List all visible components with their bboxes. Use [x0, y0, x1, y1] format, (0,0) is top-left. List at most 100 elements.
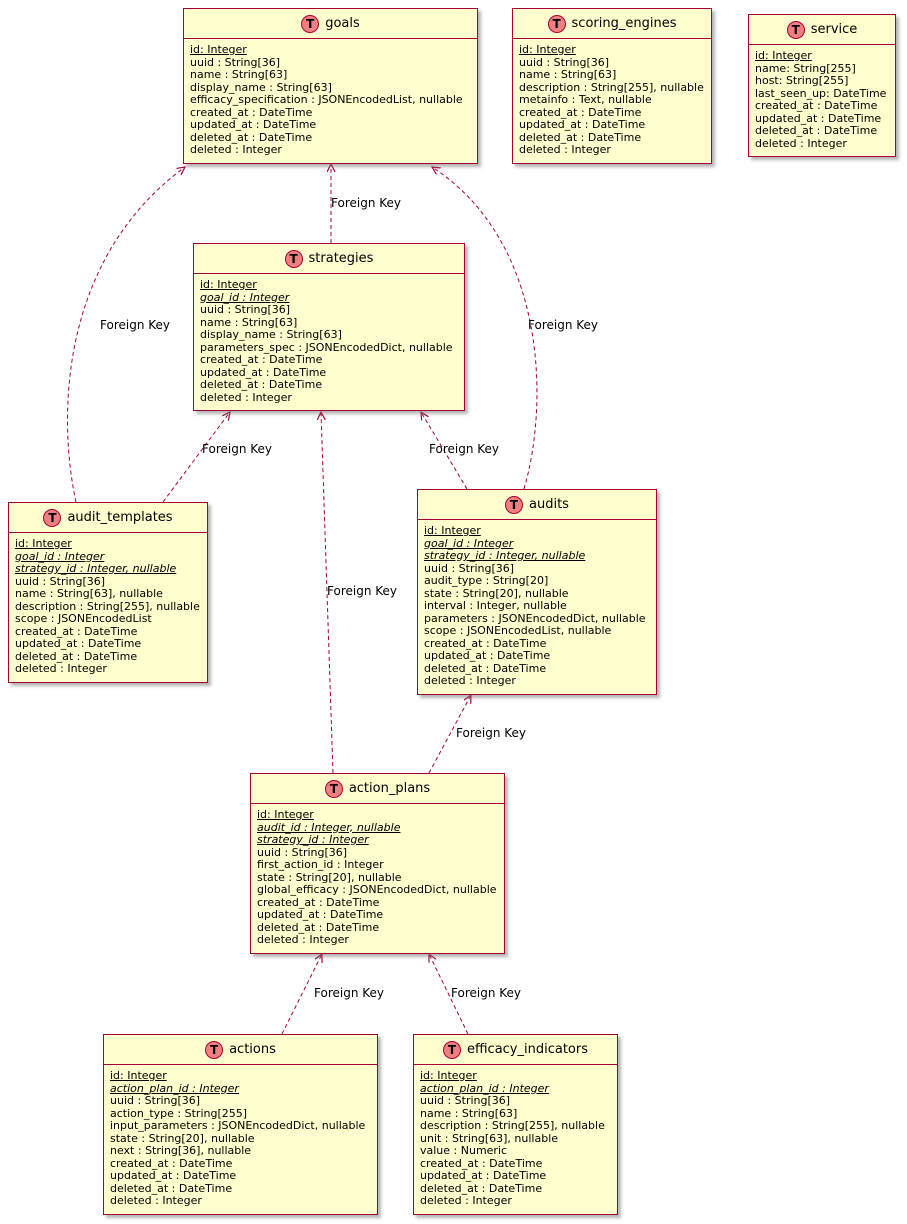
- foreign-key-label: Foreign Key: [327, 584, 397, 598]
- table-field: goal_id : Integer: [424, 536, 514, 550]
- foreign-key-label: Foreign Key: [314, 986, 384, 1000]
- table-field: uuid : String[36]: [519, 55, 610, 69]
- table-field: uuid : String[36]: [190, 55, 281, 69]
- table-field: deleted_at : DateTime: [755, 124, 878, 137]
- table-title: efficacy_indicators: [466, 1042, 589, 1057]
- table-field: created_at : DateTime: [424, 636, 547, 650]
- table-icon: T: [442, 1040, 461, 1059]
- foreign-key-label: Foreign Key: [331, 196, 401, 210]
- table-field: goal_id : Integer: [15, 549, 105, 563]
- table-field: state : String[20], nullable: [110, 1131, 255, 1145]
- fk-arrow-audit-templates-goals: [67, 167, 185, 503]
- foreign-key-label: Foreign Key: [429, 442, 499, 456]
- foreign-key-label: Foreign Key: [456, 726, 526, 740]
- table-field: unit : String[63], nullable: [420, 1131, 559, 1145]
- table-field: name : String[63], nullable: [15, 587, 163, 600]
- table-title: actions: [229, 1042, 276, 1057]
- table-field: created_at : DateTime: [110, 1156, 233, 1170]
- table-field: created_at : DateTime: [200, 353, 323, 366]
- table-field: id: Integer: [755, 49, 812, 62]
- table-field: input_parameters : JSONEncodedDict, null…: [110, 1119, 366, 1132]
- table-field: deleted_at : DateTime: [424, 661, 547, 675]
- table-field: display_name : String[63]: [200, 328, 342, 341]
- table-field: updated_at : DateTime: [257, 908, 384, 921]
- table-field: updated_at : DateTime: [190, 118, 317, 131]
- table-field: deleted : Integer: [755, 136, 847, 150]
- table-field: scope : JSONEncodedList, nullable: [424, 624, 612, 637]
- table-field: uuid : String[36]: [110, 1094, 201, 1107]
- table-field: id: Integer: [424, 524, 481, 537]
- table-header: T scoring_engines: [513, 9, 711, 39]
- table-field: updated_at : DateTime: [110, 1169, 237, 1182]
- table-field: action_type : String[255]: [110, 1106, 248, 1120]
- table-header: T strategies: [194, 244, 464, 274]
- table-field: state : String[20], nullable: [424, 586, 569, 600]
- foreign-key-label: Foreign Key: [528, 318, 598, 332]
- table-title: strategies: [308, 251, 374, 266]
- table-field: global_efficacy : JSONEncodedDict, nulla…: [257, 883, 497, 896]
- table-field: next : String[36], nullable: [110, 1144, 252, 1157]
- table-title: goals: [325, 16, 360, 31]
- table-field: action_plan_id : Integer: [110, 1081, 239, 1095]
- table-header: T service: [749, 15, 895, 45]
- table-icon: T: [284, 249, 303, 268]
- table-field: strategy_id : Integer: [257, 833, 369, 846]
- table-field: uuid : String[36]: [420, 1094, 511, 1107]
- table-field: name : String[63]: [420, 1106, 518, 1120]
- table-field: id: Integer: [110, 1069, 167, 1082]
- table-field: description : String[255], nullable: [420, 1119, 605, 1132]
- table-field: created_at : DateTime: [257, 895, 380, 909]
- table-field: metainfo : Text, nullable: [519, 93, 652, 106]
- table-icon: T: [786, 20, 805, 39]
- table-field: deleted : Integer: [519, 143, 611, 156]
- table-field: last_seen_up: DateTime: [755, 86, 887, 100]
- table-field: created_at : DateTime: [420, 1156, 543, 1170]
- table-field: deleted : Integer: [257, 933, 349, 946]
- table-field: interval : Integer, nullable: [424, 599, 567, 612]
- table-title: audits: [529, 497, 569, 512]
- table-field: efficacy_specification : JSONEncodedList…: [190, 93, 463, 106]
- foreign-key-label: Foreign Key: [100, 318, 170, 332]
- table-header: T audits: [418, 490, 656, 520]
- table-field: deleted : Integer: [200, 390, 292, 404]
- table-field: name : String[63]: [200, 315, 298, 329]
- table-field: created_at : DateTime: [15, 624, 138, 638]
- fk-arrow-audit-templates-strategies: [162, 412, 230, 503]
- table-field: parameters_spec : JSONEncodedDict, nulla…: [200, 340, 453, 354]
- table-field: updated_at : DateTime: [755, 111, 882, 125]
- table-field: deleted_at : DateTime: [200, 378, 323, 391]
- table-field: deleted_at : DateTime: [110, 1181, 233, 1195]
- table-field: updated_at : DateTime: [519, 118, 646, 131]
- table-icon: T: [205, 1040, 224, 1059]
- table-field: value : Numeric: [420, 1144, 508, 1157]
- table-field: uuid : String[36]: [200, 303, 291, 316]
- table-field: audit_type : String[20]: [424, 574, 549, 587]
- table-field: uuid : String[36]: [257, 845, 348, 859]
- table-field: strategy_id : Integer, nullable: [15, 562, 177, 575]
- table-field: id: Integer: [257, 808, 314, 821]
- table-field: state : String[20], nullable: [257, 870, 402, 884]
- table-icon: T: [324, 779, 343, 798]
- table-field: deleted_at : DateTime: [420, 1181, 543, 1195]
- table-field: id: Integer: [519, 43, 576, 56]
- table-field: created_at : DateTime: [519, 105, 642, 119]
- table-icon: T: [505, 495, 524, 514]
- table-field: deleted : Integer: [424, 674, 516, 687]
- table-header: T audit_templates: [9, 503, 207, 533]
- table-field: name: String[255]: [755, 61, 856, 75]
- table-header: T efficacy_indicators: [414, 1035, 617, 1065]
- table-field: deleted : Integer: [110, 1194, 202, 1207]
- table-icon: T: [301, 14, 320, 33]
